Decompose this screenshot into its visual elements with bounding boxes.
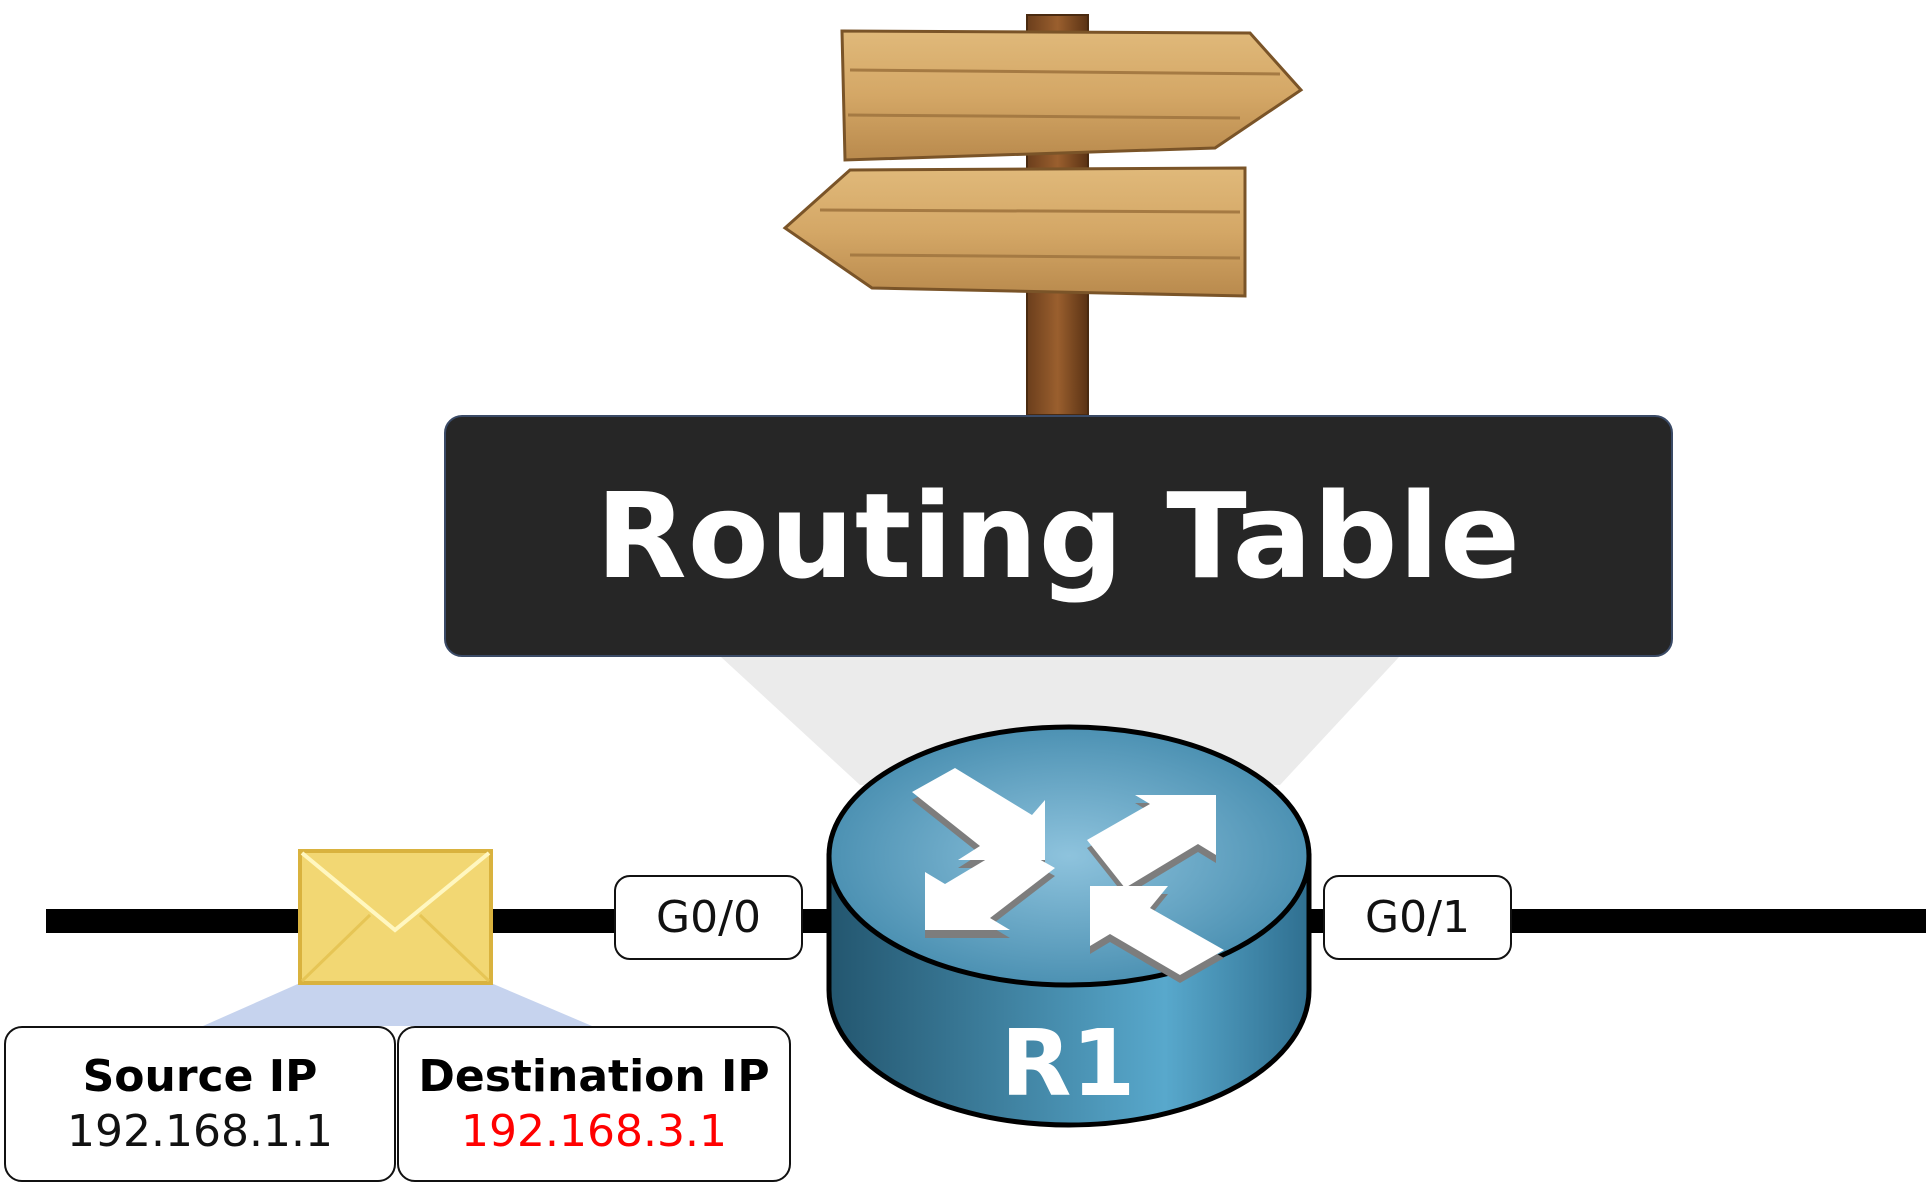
envelope-icon [298,849,493,985]
signpost-icon [782,14,1304,416]
source-ip-box: Source IP 192.168.1.1 [4,1026,396,1182]
destination-ip-value: 192.168.3.1 [461,1106,727,1157]
routing-table-title: Routing Table [595,467,1522,605]
packet-callout [203,983,592,1026]
router-name: R1 [1000,1010,1136,1117]
source-ip-value: 192.168.1.1 [67,1106,333,1157]
source-ip-label: Source IP [82,1051,318,1102]
destination-ip-box: Destination IP 192.168.3.1 [397,1026,791,1182]
router-icon [826,724,1312,1128]
interface-label-g0-1: G0/1 [1323,875,1512,960]
interface-label-g0-0: G0/0 [614,875,803,960]
zoom-highlight [721,657,1399,785]
destination-ip-label: Destination IP [418,1051,770,1102]
routing-table-banner: Routing Table [444,415,1673,657]
